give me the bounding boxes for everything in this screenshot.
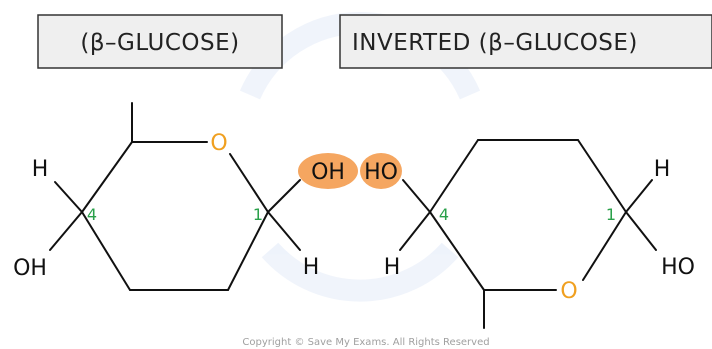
left-c4-oh: OH: [13, 256, 47, 281]
bond: [429, 139, 479, 213]
left-c4-h: H: [32, 157, 49, 182]
bond: [582, 211, 627, 281]
right-c4-h: H: [384, 255, 401, 280]
ho-highlight: [360, 153, 402, 189]
left-glucose: [49, 102, 301, 291]
left-ring-oxygen: O: [210, 131, 227, 156]
bond: [577, 139, 627, 213]
bond: [429, 211, 485, 291]
bond: [402, 179, 431, 213]
right-carbon4-number: 4: [439, 205, 449, 224]
left-carbon4-number: 4: [87, 205, 97, 224]
bond: [81, 211, 131, 291]
left-c1-h: H: [303, 255, 320, 280]
left-carbon1-number: 1: [253, 205, 263, 224]
left-title: (β–GLUCOSE): [80, 30, 239, 56]
bond: [229, 153, 269, 213]
right-carbon1-number: 1: [606, 205, 616, 224]
copyright-text: Copyright © Save My Exams. All Rights Re…: [242, 337, 489, 348]
left-title-box: (β–GLUCOSE): [37, 14, 283, 69]
right-c4-ho: HO: [364, 160, 398, 185]
bond: [625, 211, 657, 251]
right-labels: O 4 1 HO H H HO: [364, 157, 695, 304]
bond: [399, 211, 431, 251]
left-c1-oh: OH: [311, 160, 345, 185]
bond: [81, 141, 133, 213]
right-c1-h: H: [654, 157, 671, 182]
right-ring-oxygen: O: [560, 279, 577, 304]
right-glucose: [399, 139, 657, 329]
right-title: INVERTED (β–GLUCOSE): [352, 30, 638, 56]
oh-highlight: [298, 153, 358, 189]
bond: [54, 181, 83, 213]
bond: [49, 211, 83, 251]
bond: [267, 179, 301, 213]
right-c1-ho: HO: [661, 255, 695, 280]
bond: [227, 211, 269, 291]
bond: [267, 211, 301, 251]
left-labels: O 4 1 H OH OH H: [13, 131, 345, 281]
right-title-box: INVERTED (β–GLUCOSE): [339, 14, 712, 69]
bond: [625, 179, 653, 213]
